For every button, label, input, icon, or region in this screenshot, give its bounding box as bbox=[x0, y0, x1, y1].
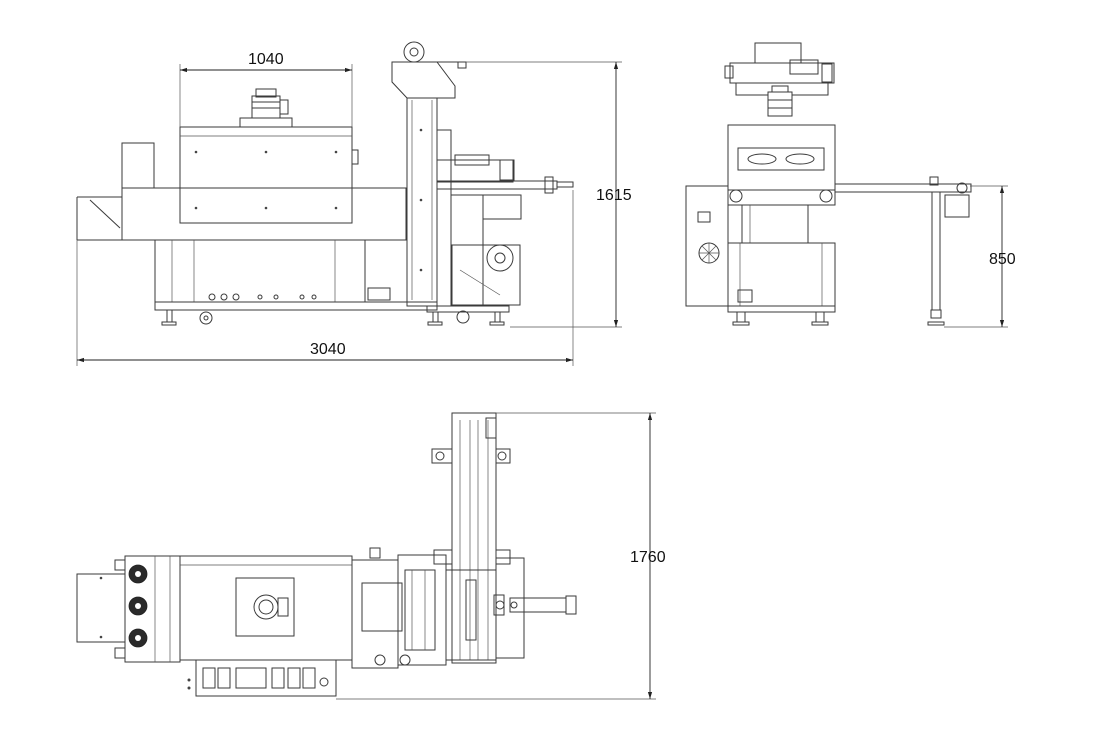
front-view bbox=[76, 41, 574, 326]
top-view bbox=[76, 412, 577, 697]
dim-total-height: 1615 bbox=[596, 187, 632, 204]
dim-top-width: 1040 bbox=[248, 51, 284, 68]
side-dimensions: 850 bbox=[944, 185, 1016, 328]
dim-depth: 1760 bbox=[630, 549, 666, 566]
front-dimensions: 1040 1615 3040 bbox=[76, 51, 632, 366]
dim-conveyor-height: 850 bbox=[989, 251, 1016, 268]
top-dimensions: 1760 bbox=[336, 412, 666, 700]
side-view bbox=[685, 42, 972, 326]
dim-total-length: 3040 bbox=[310, 341, 346, 358]
